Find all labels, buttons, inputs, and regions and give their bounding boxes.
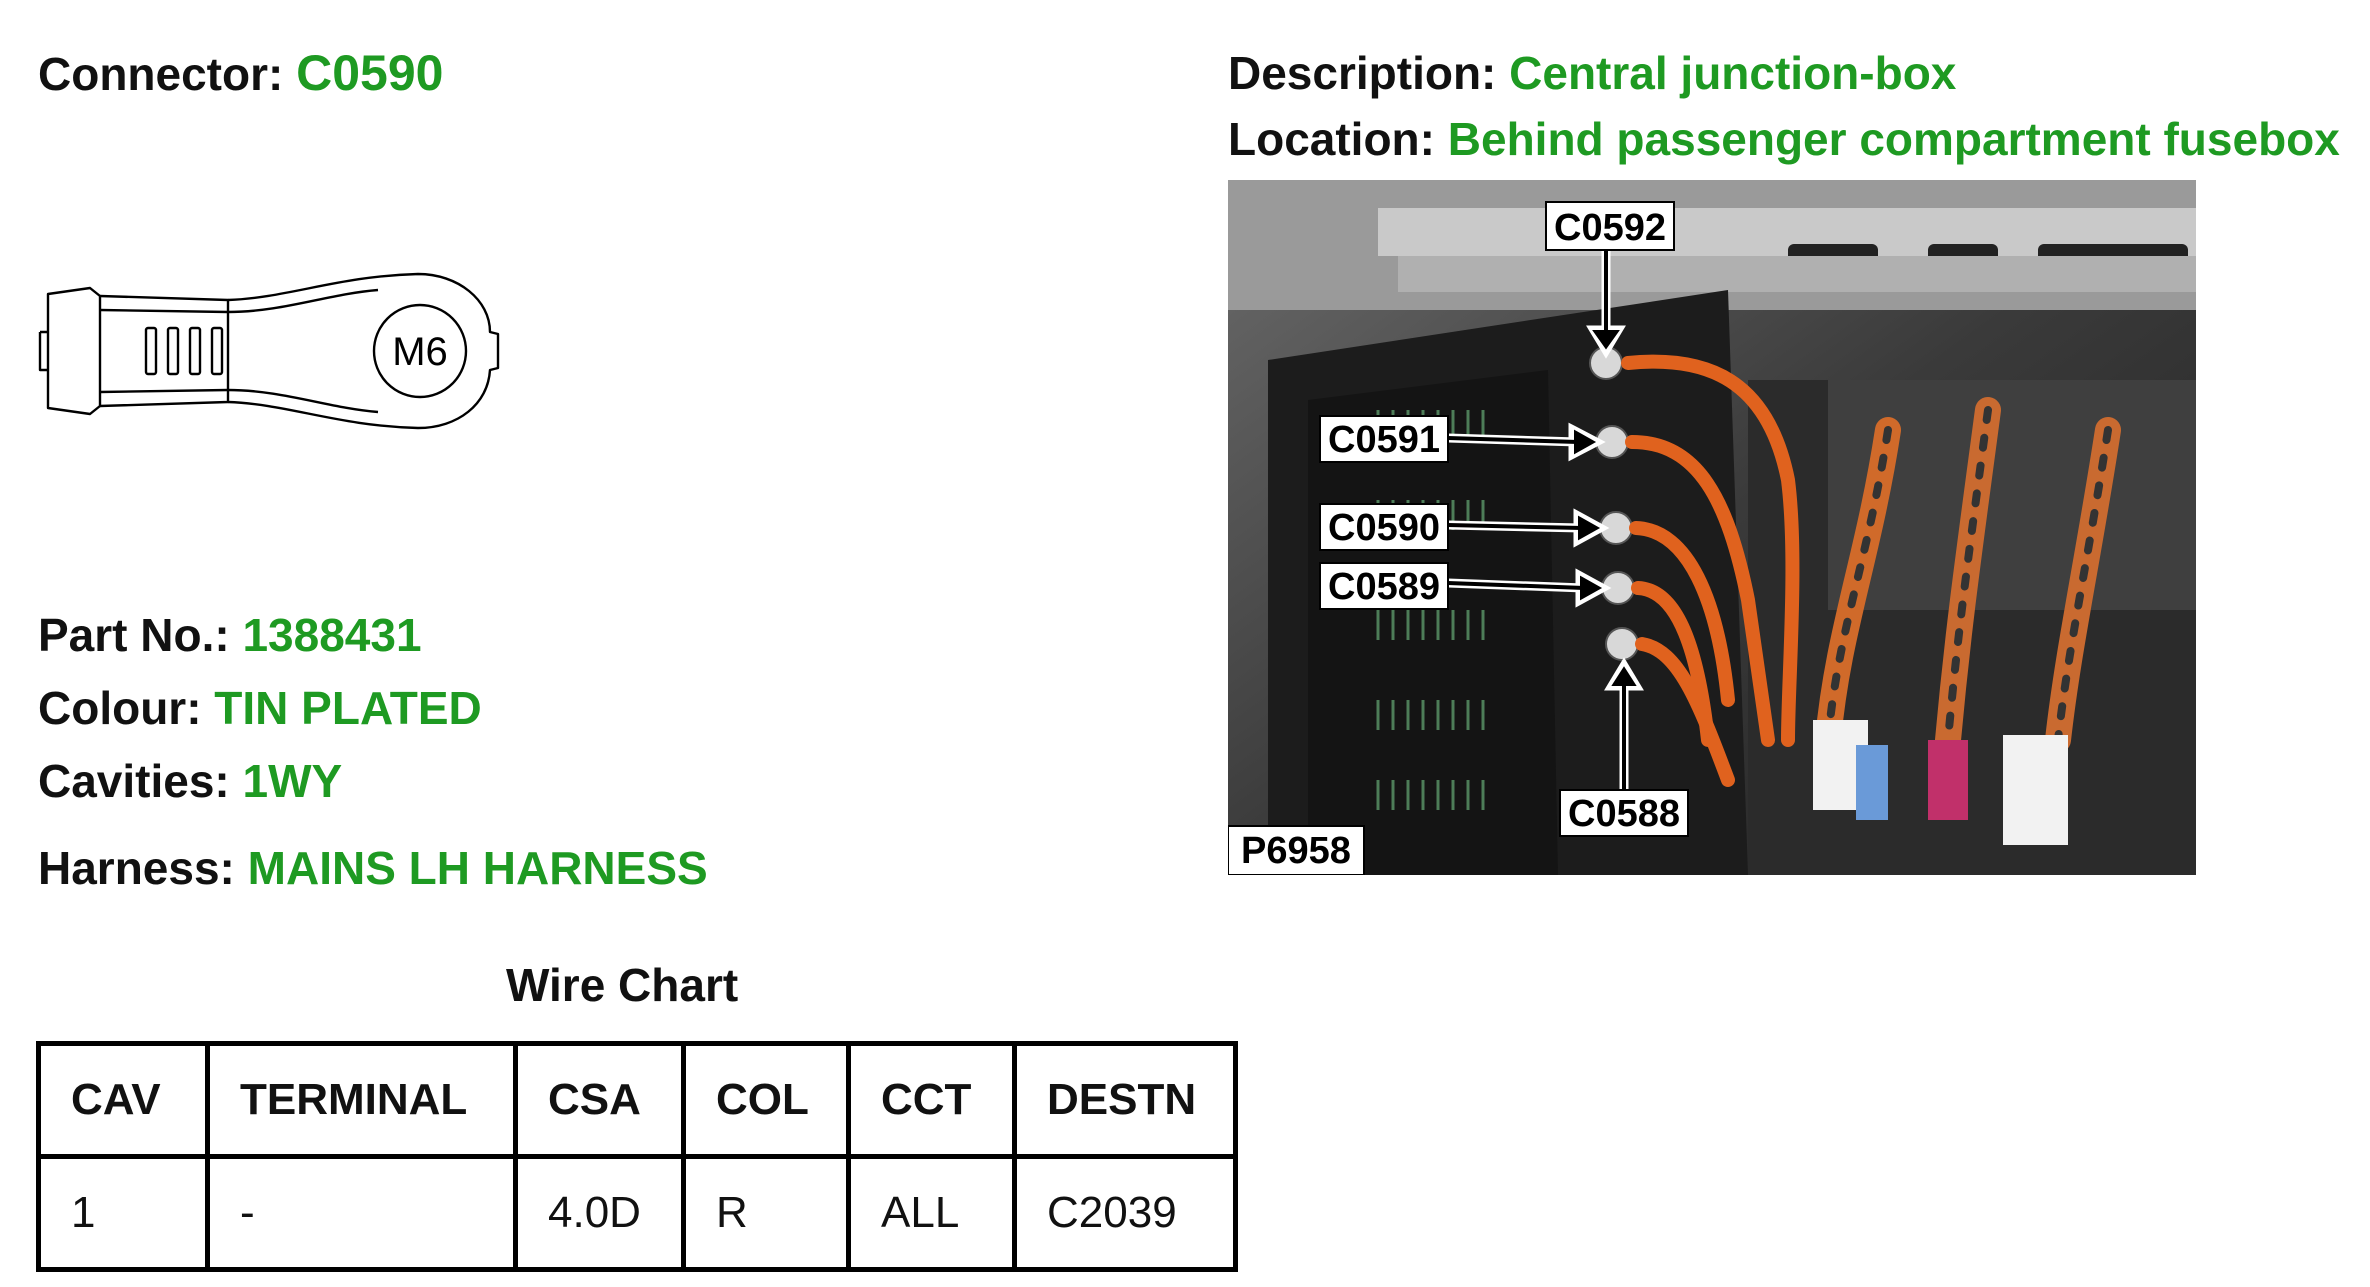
- callout-c0588: C0588: [1568, 793, 1680, 835]
- wire-chart-header-row: CAV TERMINAL CSA COL CCT DESTN: [36, 1041, 1238, 1159]
- callout-c0591: C0591: [1328, 419, 1440, 461]
- description-value: Central junction-box: [1509, 47, 1957, 99]
- part-no-field: Part No.: 1388431: [38, 610, 422, 661]
- location-value: Behind passenger compartment fusebox: [1447, 113, 2340, 165]
- cell-csa: 4.0D: [513, 1154, 686, 1272]
- connector-value: C0590: [296, 45, 444, 101]
- description-label: Description:: [1228, 47, 1497, 99]
- wire-chart-table: CAV TERMINAL CSA COL CCT DESTN 1 - 4.0D …: [36, 1041, 1238, 1272]
- harness-label: Harness:: [38, 842, 235, 894]
- ring-terminal-drawing: M6: [38, 272, 500, 430]
- stud-size-label: M6: [392, 330, 448, 374]
- location-photo: C0592 C0591 C0590 C0589 C0588 P6958: [1228, 180, 2196, 875]
- callout-c0590: C0590: [1328, 507, 1440, 549]
- callout-c0592: C0592: [1554, 207, 1666, 249]
- wire-chart-title: Wire Chart: [506, 959, 739, 1011]
- cell-col: R: [681, 1154, 851, 1272]
- location-label: Location:: [1228, 113, 1435, 165]
- cell-terminal: -: [205, 1154, 518, 1272]
- header-destn: DESTN: [1012, 1041, 1238, 1159]
- photo-reference: P6958: [1241, 830, 1351, 872]
- callout-c0589: C0589: [1328, 566, 1440, 608]
- cavities-field: Cavities: 1WY: [38, 756, 342, 807]
- connector-field: Connector: C0590: [38, 46, 443, 101]
- part-no-value: 1388431: [242, 609, 422, 661]
- header-csa: CSA: [513, 1041, 686, 1159]
- cell-cav: 1: [36, 1154, 210, 1272]
- harness-field: Harness: MAINS LH HARNESS: [38, 843, 708, 894]
- location-field: Location: Behind passenger compartment f…: [1228, 114, 2340, 165]
- cavities-label: Cavities:: [38, 755, 230, 807]
- header-col: COL: [681, 1041, 851, 1159]
- cell-cct: ALL: [846, 1154, 1017, 1272]
- colour-label: Colour:: [38, 682, 202, 734]
- cell-destn: C2039: [1012, 1154, 1238, 1272]
- header-terminal: TERMINAL: [205, 1041, 518, 1159]
- header-cct: CCT: [846, 1041, 1017, 1159]
- cavities-value: 1WY: [242, 755, 343, 807]
- connector-label: Connector:: [38, 48, 284, 100]
- colour-value: TIN PLATED: [214, 682, 482, 734]
- description-field: Description: Central junction-box: [1228, 48, 1956, 99]
- harness-value: MAINS LH HARNESS: [247, 842, 708, 894]
- colour-field: Colour: TIN PLATED: [38, 683, 482, 734]
- part-no-label: Part No.:: [38, 609, 230, 661]
- table-row: 1 - 4.0D R ALL C2039: [36, 1154, 1238, 1272]
- header-cav: CAV: [36, 1041, 210, 1159]
